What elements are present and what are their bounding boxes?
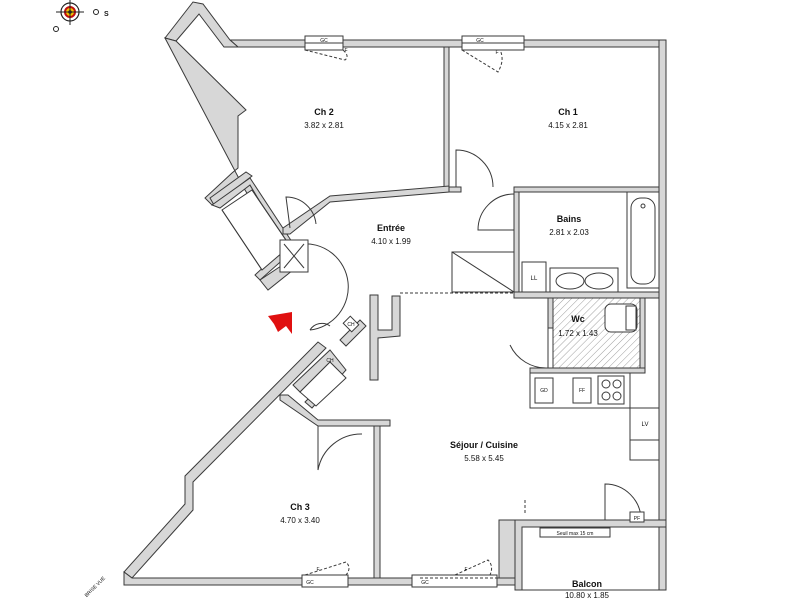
windows: GC GC GC GC F F F F — [301, 35, 525, 588]
room-labels: Ch 2 3.82 x 2.81 Ch 1 4.15 x 2.81 Entrée… — [280, 107, 609, 600]
closets: CH CH — [221, 189, 360, 407]
room-dims-entree: 4.10 x 1.99 — [371, 237, 411, 246]
kitchen-unit-label: FF — [579, 388, 585, 394]
kitchen-fixtures: GD FF LV — [529, 372, 660, 461]
room-name-balcon: Balcon — [572, 579, 602, 589]
ch-closet-label: CH — [326, 358, 334, 364]
window-gc-label: GC — [421, 580, 429, 586]
window-gc-label: GC — [306, 580, 314, 586]
entry-arrow-icon — [268, 312, 292, 334]
pf-label: PF — [634, 516, 640, 522]
corner-label: BRISE VUE — [84, 575, 108, 599]
window-f-label: F — [464, 567, 467, 573]
threshold-label: Seuil max 15 cm — [557, 531, 594, 537]
ll-label: LL — [531, 276, 538, 282]
room-dims-bains: 2.81 x 2.03 — [549, 228, 589, 237]
room-name-sejour: Séjour / Cuisine — [450, 440, 518, 450]
doors: PF — [285, 149, 645, 523]
window-gc-label: GC — [320, 38, 328, 44]
room-name-ch3: Ch 3 — [290, 502, 310, 512]
window-f-label: F — [344, 48, 347, 54]
room-dims-ch2: 3.82 x 2.81 — [304, 121, 344, 130]
room-name-ch1: Ch 1 — [558, 107, 578, 117]
room-name-bains: Bains — [557, 214, 582, 224]
window-f-label: F — [316, 567, 319, 573]
bathroom-fixtures: LL — [451, 191, 660, 369]
interior-walls — [279, 46, 660, 579]
room-dims-ch1: 4.15 x 2.81 — [548, 121, 588, 130]
room-dims-sejour: 5.58 x 5.45 — [464, 454, 504, 463]
room-name-entree: Entrée — [377, 223, 405, 233]
lv-label: LV — [642, 422, 649, 428]
room-dims-ch3: 4.70 x 3.40 — [280, 516, 320, 525]
guides: Seuil max 15 cm — [400, 292, 611, 579]
window-f-label: F — [495, 50, 498, 56]
compass-icon: S — [53, 0, 109, 32]
compass-south-label: S — [104, 11, 109, 18]
room-name-ch2: Ch 2 — [314, 107, 334, 117]
room-dims-balcon: 10.80 x 1.85 — [565, 591, 610, 600]
ch-label: CH — [347, 322, 355, 328]
room-name-wc: Wc — [571, 314, 585, 324]
window-gc-label: GC — [476, 38, 484, 44]
kitchen-unit-label: GD — [540, 388, 548, 394]
room-dims-wc: 1.72 x 1.43 — [558, 329, 598, 338]
